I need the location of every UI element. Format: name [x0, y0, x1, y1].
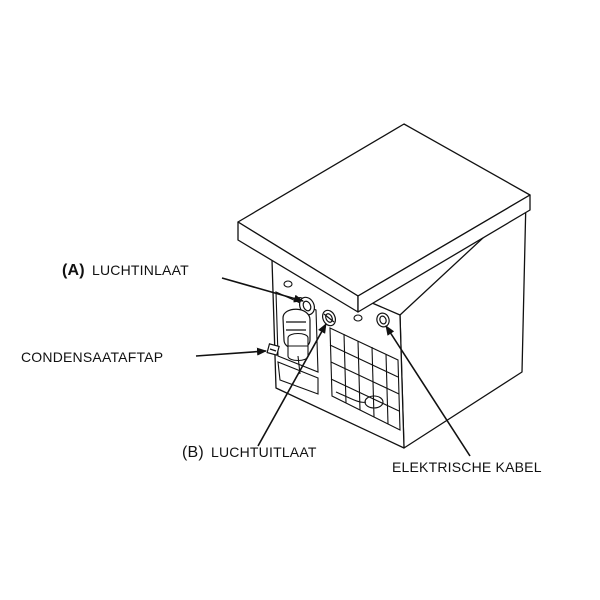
cabinet [237, 123, 531, 449]
inlet-arrow [221, 277, 304, 303]
outlet-tag-label: (B) [182, 444, 204, 461]
cabinet-top-right-edge [357, 194, 531, 313]
condensate-arrow [195, 347, 267, 357]
cable-arrow [385, 325, 471, 457]
lower-recess [277, 361, 319, 395]
inlet-label: LUCHTINLAAT [92, 262, 189, 278]
condensate-label: CONDENSAATAFTAP [21, 349, 163, 365]
leader-lines [195, 277, 471, 457]
lower-drain-fitting [335, 391, 384, 409]
inlet-tag-label: (A) [62, 262, 85, 279]
air-outlet-fitting [321, 309, 337, 327]
electrical-cable-gland [376, 312, 390, 328]
condensate-drain-fitting [266, 343, 280, 356]
outlet-label: LUCHTUITLAAT [211, 444, 317, 460]
cable-label: ELEKTRISCHE KABEL [392, 459, 542, 475]
vent-grille [329, 327, 401, 431]
outlet-arrow [257, 323, 327, 447]
